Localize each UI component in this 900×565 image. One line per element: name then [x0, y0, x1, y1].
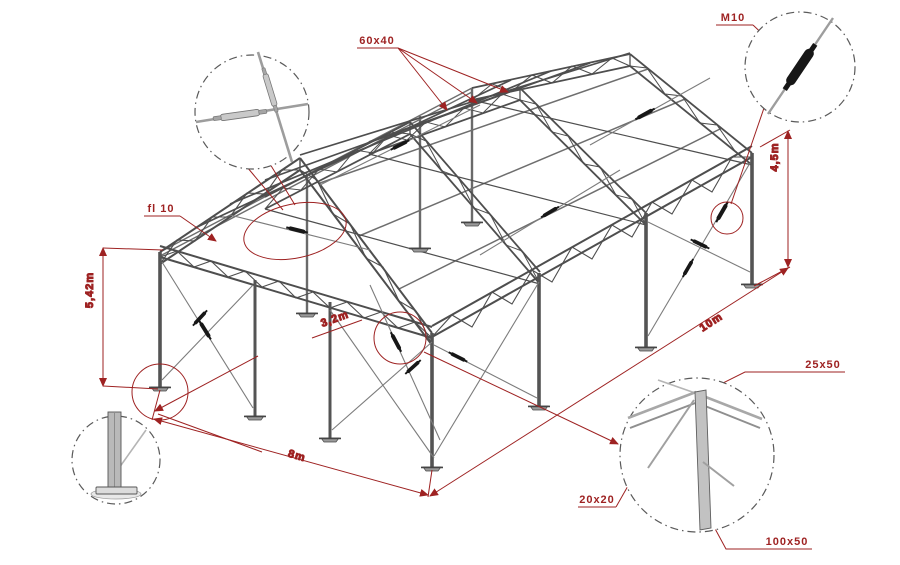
detail-circle-eave-corner [619, 377, 775, 533]
gable-mid-columns [253, 280, 332, 438]
label-turnbuckle-bolt: M10 [721, 12, 745, 24]
label-angle-section: 20x20 [579, 494, 615, 506]
label-purlin-section: 60x40 [359, 35, 395, 47]
detail-circle-cross-brace-turnbuckles [194, 51, 310, 170]
label-width: 8m [287, 448, 308, 464]
truss-frame-1 [159, 157, 433, 346]
dimension-eave-height: 5,42m [84, 247, 164, 390]
label-girt-section: 25x50 [805, 359, 841, 371]
label-column-height: 4,5m [769, 142, 781, 171]
dimension-column-height: 4,5m [753, 129, 792, 287]
callout-brace-rod: fl 10 [144, 203, 217, 242]
label-eave-height: 5,42m [84, 272, 96, 308]
truss-frame-3 [368, 87, 647, 226]
dimension-bay-spacing: 3,2m [311, 308, 363, 339]
highlight-circle-eave-corner [373, 311, 427, 365]
detail-circle-m10-turnbuckle [744, 11, 856, 123]
callout-purlin-section: 60x40 [357, 35, 509, 111]
label-brace-rod: fl 10 [147, 203, 174, 215]
highlight-circle-roof-brace [243, 201, 347, 261]
dimension-width: 8m [151, 389, 429, 497]
gable-eave-lattice-beam [159, 245, 433, 339]
truss-frame-2 [264, 121, 541, 285]
highlight-circle-end-brace [710, 201, 744, 235]
label-bay-spacing: 3,2m [319, 309, 350, 330]
label-column-section: 100x50 [766, 536, 809, 548]
label-length: 10m [698, 311, 726, 335]
detail-circle-column-base [71, 411, 161, 505]
truss-frame-4 [471, 53, 753, 166]
